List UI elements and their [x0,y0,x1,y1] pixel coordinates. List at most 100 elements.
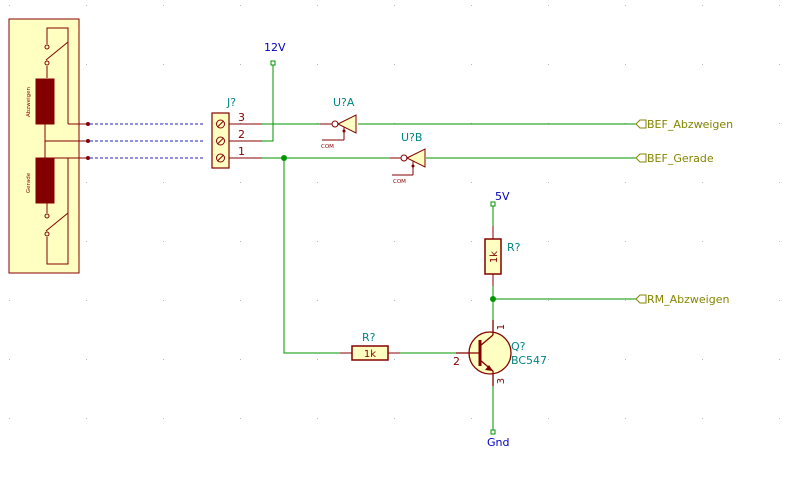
grid-dot [471,300,472,301]
transistor-value: BC547 [511,354,547,367]
grid-dot [471,241,472,242]
grid-dot [240,359,241,360]
grid-dot [317,64,318,65]
grid-dot [163,182,164,183]
grid-dot [163,359,164,360]
grid-dot [394,418,395,419]
port-rm-abzweigen: RM_Abzweigen [635,293,729,306]
inverter-b-ref: U?B [401,131,422,144]
transistor-q: 1 2 3 Q? BC547 [453,320,547,386]
power-5v-label: 5V [495,190,510,203]
coil-bottom-label: Gerade [26,172,32,193]
grid-dot [86,64,87,65]
resistor-top-value: 1k [489,251,500,263]
grid-dot [548,300,549,301]
resistor-top-ref: R? [507,241,521,254]
grid-dot [702,5,703,6]
grid-dot [163,123,164,124]
grid-dot [625,5,626,6]
port-bef-gerade-label: BEF_Gerade [647,152,714,165]
grid-dot [163,5,164,6]
grid-dot [86,5,87,6]
inverter-a-ref: U?A [333,96,355,109]
grid-dot [9,359,10,360]
grid-dot [317,300,318,301]
grid-dot [779,123,780,124]
turnout-switch-top [44,27,69,78]
grid-dot [702,300,703,301]
grid-dot [317,5,318,6]
grid-dot [317,241,318,242]
coil-abzweigen [35,78,55,125]
grid-dot [317,359,318,360]
power-gnd: Gnd [487,429,509,449]
resistor-top: 1k R? [484,226,521,286]
turnout-switch-bottom [44,158,69,265]
power-12v: 12V [264,41,286,66]
power-12v-label: 12V [264,41,286,54]
port-rm-abzweigen-label: RM_Abzweigen [647,293,729,306]
wires [262,65,636,430]
grid-dot [625,418,626,419]
turnout-block: Abzweigen Gerade [8,18,90,274]
grid-dot [779,182,780,183]
grid-dot [702,123,703,124]
grid-dot [317,418,318,419]
grid-dot [240,300,241,301]
grid-dot [394,5,395,6]
grid-dot [548,359,549,360]
coil-gerade [35,157,55,204]
inverter-a [320,114,357,141]
grid-dot [394,300,395,301]
grid-dot [779,64,780,65]
grid-dot [86,418,87,419]
grid-dot [625,300,626,301]
grid-dot [779,359,780,360]
port-bef-gerade: BEF_Gerade [635,152,714,165]
inverter-b [390,148,426,176]
port-bef-abzweigen: BEF_Abzweigen [635,118,733,131]
grid-dot [240,182,241,183]
grid-dot [625,359,626,360]
transistor-pin-c: 1 [496,324,507,330]
grid-dot [163,241,164,242]
grid-dot [548,418,549,419]
connector-pin1: 1 [238,145,245,158]
power-5v: 5V [490,190,510,207]
resistor-base: 1k R? [340,331,400,361]
grid-dot [240,241,241,242]
grid-dot [625,182,626,183]
grid-dot [779,5,780,6]
grid-dot [86,241,87,242]
resistor-base-ref: R? [362,331,376,344]
connector-pin2: 2 [238,128,245,141]
connector-ref: J? [226,96,236,109]
grid-dot [394,241,395,242]
grid-dot [471,418,472,419]
junction-dot [490,296,496,302]
grid-dot [240,64,241,65]
grid-dot [163,300,164,301]
connector-pin3: 3 [238,111,245,124]
connector-j: J? 3 2 1 [211,96,262,169]
grid-dot [779,300,780,301]
grid-dot [9,5,10,6]
junction-dot [281,155,287,161]
grid-dot [317,182,318,183]
inverter-a-com: COM [321,144,334,150]
grid-dot [86,359,87,360]
inverter-b-com: COM [393,179,406,185]
grid-dot [702,418,703,419]
grid-dots [9,5,780,419]
grid-dot [702,182,703,183]
grid-dot [625,241,626,242]
grid-dot [702,241,703,242]
grid-dot [9,418,10,419]
grid-dot [548,5,549,6]
grid-dot [779,418,780,419]
coil-top-label: Abzweigen [26,87,32,117]
grid-dot [240,418,241,419]
transistor-pin-e: 3 [496,378,507,384]
grid-dot [702,359,703,360]
